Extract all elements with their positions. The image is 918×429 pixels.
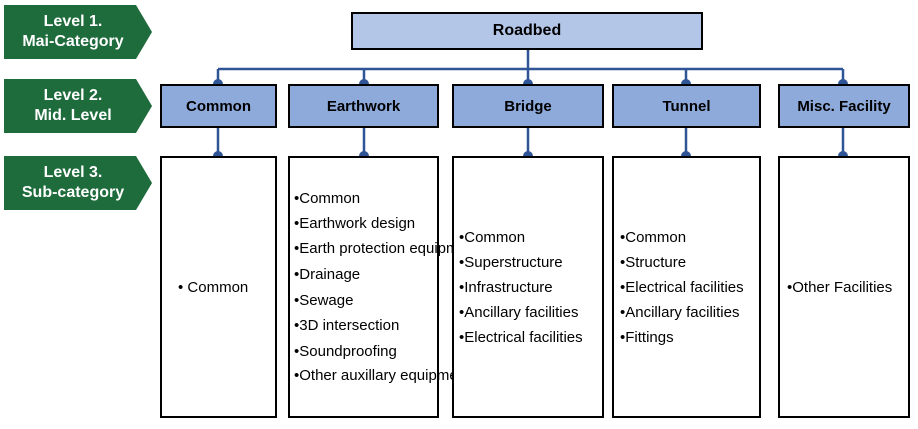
list-item: •Electrical facilities: [459, 328, 583, 346]
level-3-title: Level 3.: [43, 164, 103, 181]
category-earthwork: Earthwork: [288, 84, 439, 128]
list-item: •Other Facilities: [787, 278, 893, 296]
category-tunnel: Tunnel: [612, 84, 761, 128]
list-item: •3D intersection: [294, 317, 400, 335]
list-item: •Common: [294, 189, 361, 207]
level-3-subtitle: Sub-category: [21, 184, 125, 201]
list-item: •Common: [620, 228, 687, 246]
list-item: •Electrical facilities: [620, 278, 744, 296]
list-item: •Ancillary facilities: [459, 303, 579, 321]
arrow-shape-icon: [4, 79, 152, 133]
subcategory-box-misc-facility: •Other Facilities: [778, 156, 910, 418]
list-item: •Earthwork design: [294, 215, 416, 233]
list-item: •Sewage: [294, 291, 354, 309]
level-1-arrow: Level 1. Mai-Category: [4, 5, 154, 59]
list-item: •Superstructure: [459, 253, 563, 271]
list-item: •Soundproofing: [294, 342, 397, 360]
level-1-subtitle: Mai-Category: [22, 33, 124, 50]
root-node: Roadbed: [351, 12, 703, 50]
list-item: • Common: [178, 278, 249, 296]
arrow-shape-icon: [4, 156, 152, 210]
category-label: Common: [186, 97, 251, 115]
category-label: Tunnel: [662, 97, 711, 115]
list-item: •Earth protection equipment: [294, 239, 480, 257]
category-bridge: Bridge: [452, 84, 604, 128]
list-item: •Other auxillary equipment: [294, 367, 471, 385]
subcategory-box-tunnel: •Common •Structure •Electrical facilitie…: [612, 156, 761, 418]
root-label: Roadbed: [492, 22, 562, 39]
list-item: •Drainage: [294, 265, 361, 283]
category-label: Misc. Facility: [797, 97, 891, 115]
level-2-subtitle: Mid. Level: [34, 107, 112, 124]
category-label: Earthwork: [326, 97, 401, 115]
subcategory-box-common: • Common: [160, 156, 277, 418]
list-item: •Fittings: [620, 328, 674, 346]
subcategory-box-earthwork: •Common •Earthwork design •Earth protect…: [288, 156, 480, 418]
list-item: •Common: [459, 228, 526, 246]
arrow-shape-icon: [4, 5, 152, 59]
category-misc-facility: Misc. Facility: [778, 84, 910, 128]
category-label: Bridge: [504, 97, 552, 115]
level-2-title: Level 2.: [43, 87, 103, 104]
list-item: •Infrastructure: [459, 278, 553, 296]
subcategory-box-bridge: •Common •Superstructure •Infrastructure …: [452, 156, 604, 418]
list-item: •Ancillary facilities: [620, 303, 740, 321]
level-3-arrow: Level 3. Sub-category: [4, 156, 154, 210]
category-common: Common: [160, 84, 277, 128]
level-2-arrow: Level 2. Mid. Level: [4, 79, 154, 133]
level-1-title: Level 1.: [43, 13, 103, 30]
list-item: •Structure: [620, 253, 687, 271]
